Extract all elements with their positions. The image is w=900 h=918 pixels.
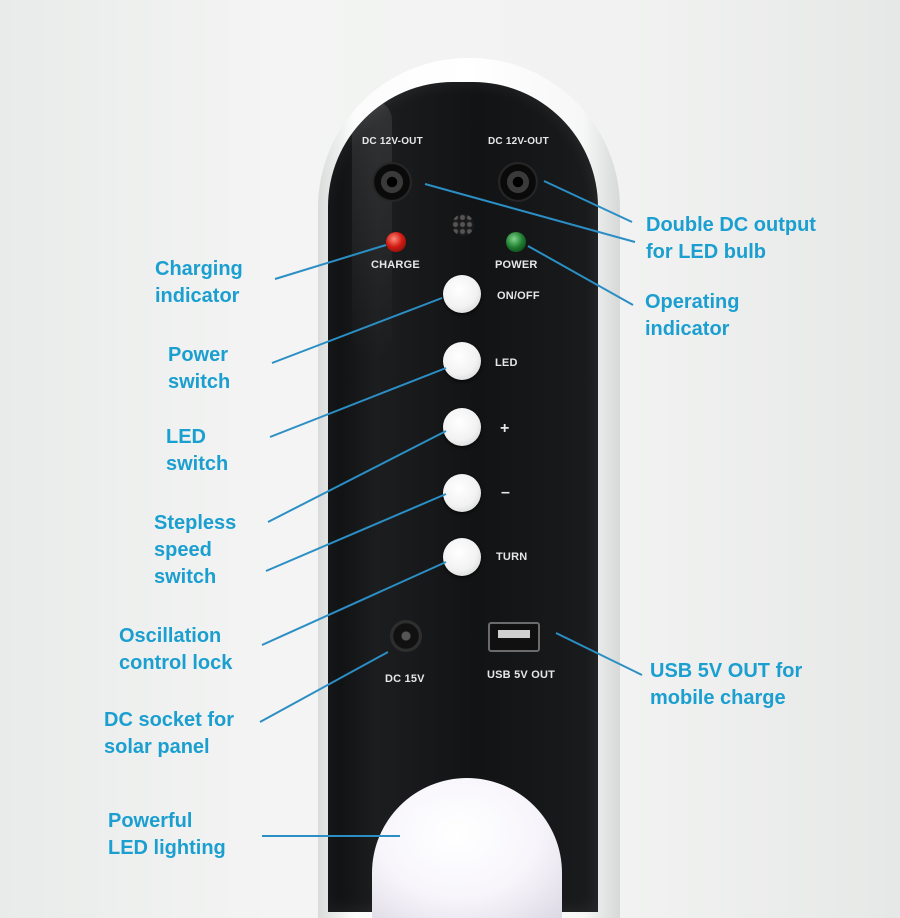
- charge-indicator-led: [386, 232, 406, 252]
- turn-button[interactable]: [443, 538, 481, 576]
- usb-port[interactable]: [488, 622, 540, 652]
- callout-double-dc: Double DC output for LED bulb: [646, 212, 816, 266]
- callout-oscillation-line2: control lock: [119, 652, 233, 674]
- callout-operating-line1: Operating: [645, 291, 740, 313]
- dc-out-left-jack[interactable]: [372, 162, 412, 202]
- callout-operating: Operating indicator: [645, 289, 739, 343]
- dc-in-label: DC 15V: [385, 673, 425, 685]
- callout-power-switch: Power switch: [168, 342, 230, 396]
- leader-dc-socket: [259, 651, 389, 723]
- dc-out-left-label: DC 12V-OUT: [362, 136, 423, 147]
- callout-stepless-line2: speed: [154, 539, 212, 561]
- leader-stepless-upper: [267, 430, 447, 523]
- callout-usb: USB 5V OUT for mobile charge: [650, 658, 802, 712]
- callout-stepless-line3: switch: [154, 566, 217, 588]
- led-lamp: [372, 778, 562, 918]
- callout-led-switch-line2: switch: [166, 453, 229, 475]
- callout-stepless: Stepless speed switch: [154, 510, 236, 591]
- callout-charging-line1: Charging: [155, 258, 243, 280]
- turn-label: TURN: [496, 551, 528, 563]
- callout-stepless-line1: Stepless: [154, 512, 237, 534]
- callout-led-switch: LED switch: [166, 424, 228, 478]
- leader-charging: [274, 244, 387, 280]
- callout-power-switch-line1: Power: [168, 344, 229, 366]
- usb-label: USB 5V OUT: [487, 669, 556, 681]
- minus-label: –: [501, 484, 511, 501]
- leader-oscillation: [261, 561, 447, 646]
- plus-label: +: [500, 420, 510, 437]
- on-off-label: ON/OFF: [497, 290, 540, 302]
- speed-minus-button[interactable]: [443, 474, 481, 512]
- leader-usb: [555, 632, 643, 676]
- leader-stepless-lower: [265, 493, 447, 572]
- callout-charging-line2: indicator: [155, 285, 240, 307]
- leader-double-dc-left: [424, 183, 636, 243]
- callout-led-switch-line1: LED: [166, 426, 206, 448]
- dc-out-right-label: DC 12V-OUT: [488, 136, 549, 147]
- leader-double-dc-right: [543, 180, 633, 223]
- callout-power-switch-line2: switch: [168, 371, 231, 393]
- callout-dc-socket-line2: solar panel: [104, 736, 210, 758]
- speed-plus-button[interactable]: [443, 408, 481, 446]
- led-button[interactable]: [443, 342, 481, 380]
- leader-led-switch: [269, 367, 447, 438]
- callout-usb-line1: USB 5V OUT for: [650, 660, 803, 682]
- callout-oscillation: Oscillation control lock: [119, 623, 232, 677]
- dc-out-right-jack[interactable]: [498, 162, 538, 202]
- power-indicator-led: [506, 232, 526, 252]
- on-off-button[interactable]: [443, 275, 481, 313]
- callout-lighting: Powerful LED lighting: [108, 808, 226, 862]
- leader-operating: [527, 245, 634, 306]
- power-label: POWER: [495, 259, 538, 271]
- charge-label: CHARGE: [371, 259, 420, 271]
- dc-input-socket[interactable]: [390, 620, 422, 652]
- callout-operating-line2: indicator: [645, 318, 730, 340]
- callout-usb-line2: mobile charge: [650, 687, 786, 709]
- panel-reflection: [352, 100, 392, 360]
- speaker-grille: [452, 214, 474, 236]
- callout-dc-socket-line1: DC socket for: [104, 709, 235, 731]
- callout-oscillation-line1: Oscillation: [119, 625, 222, 647]
- callout-double-dc-line2: for LED bulb: [646, 241, 766, 263]
- callout-double-dc-line1: Double DC output: [646, 214, 816, 236]
- callout-charging: Charging indicator: [155, 256, 243, 310]
- callout-lighting-line1: Powerful: [108, 810, 193, 832]
- led-label: LED: [495, 357, 518, 369]
- callout-lighting-line2: LED lighting: [108, 837, 226, 859]
- callout-dc-socket: DC socket for solar panel: [104, 707, 234, 761]
- leader-power-switch: [271, 297, 443, 364]
